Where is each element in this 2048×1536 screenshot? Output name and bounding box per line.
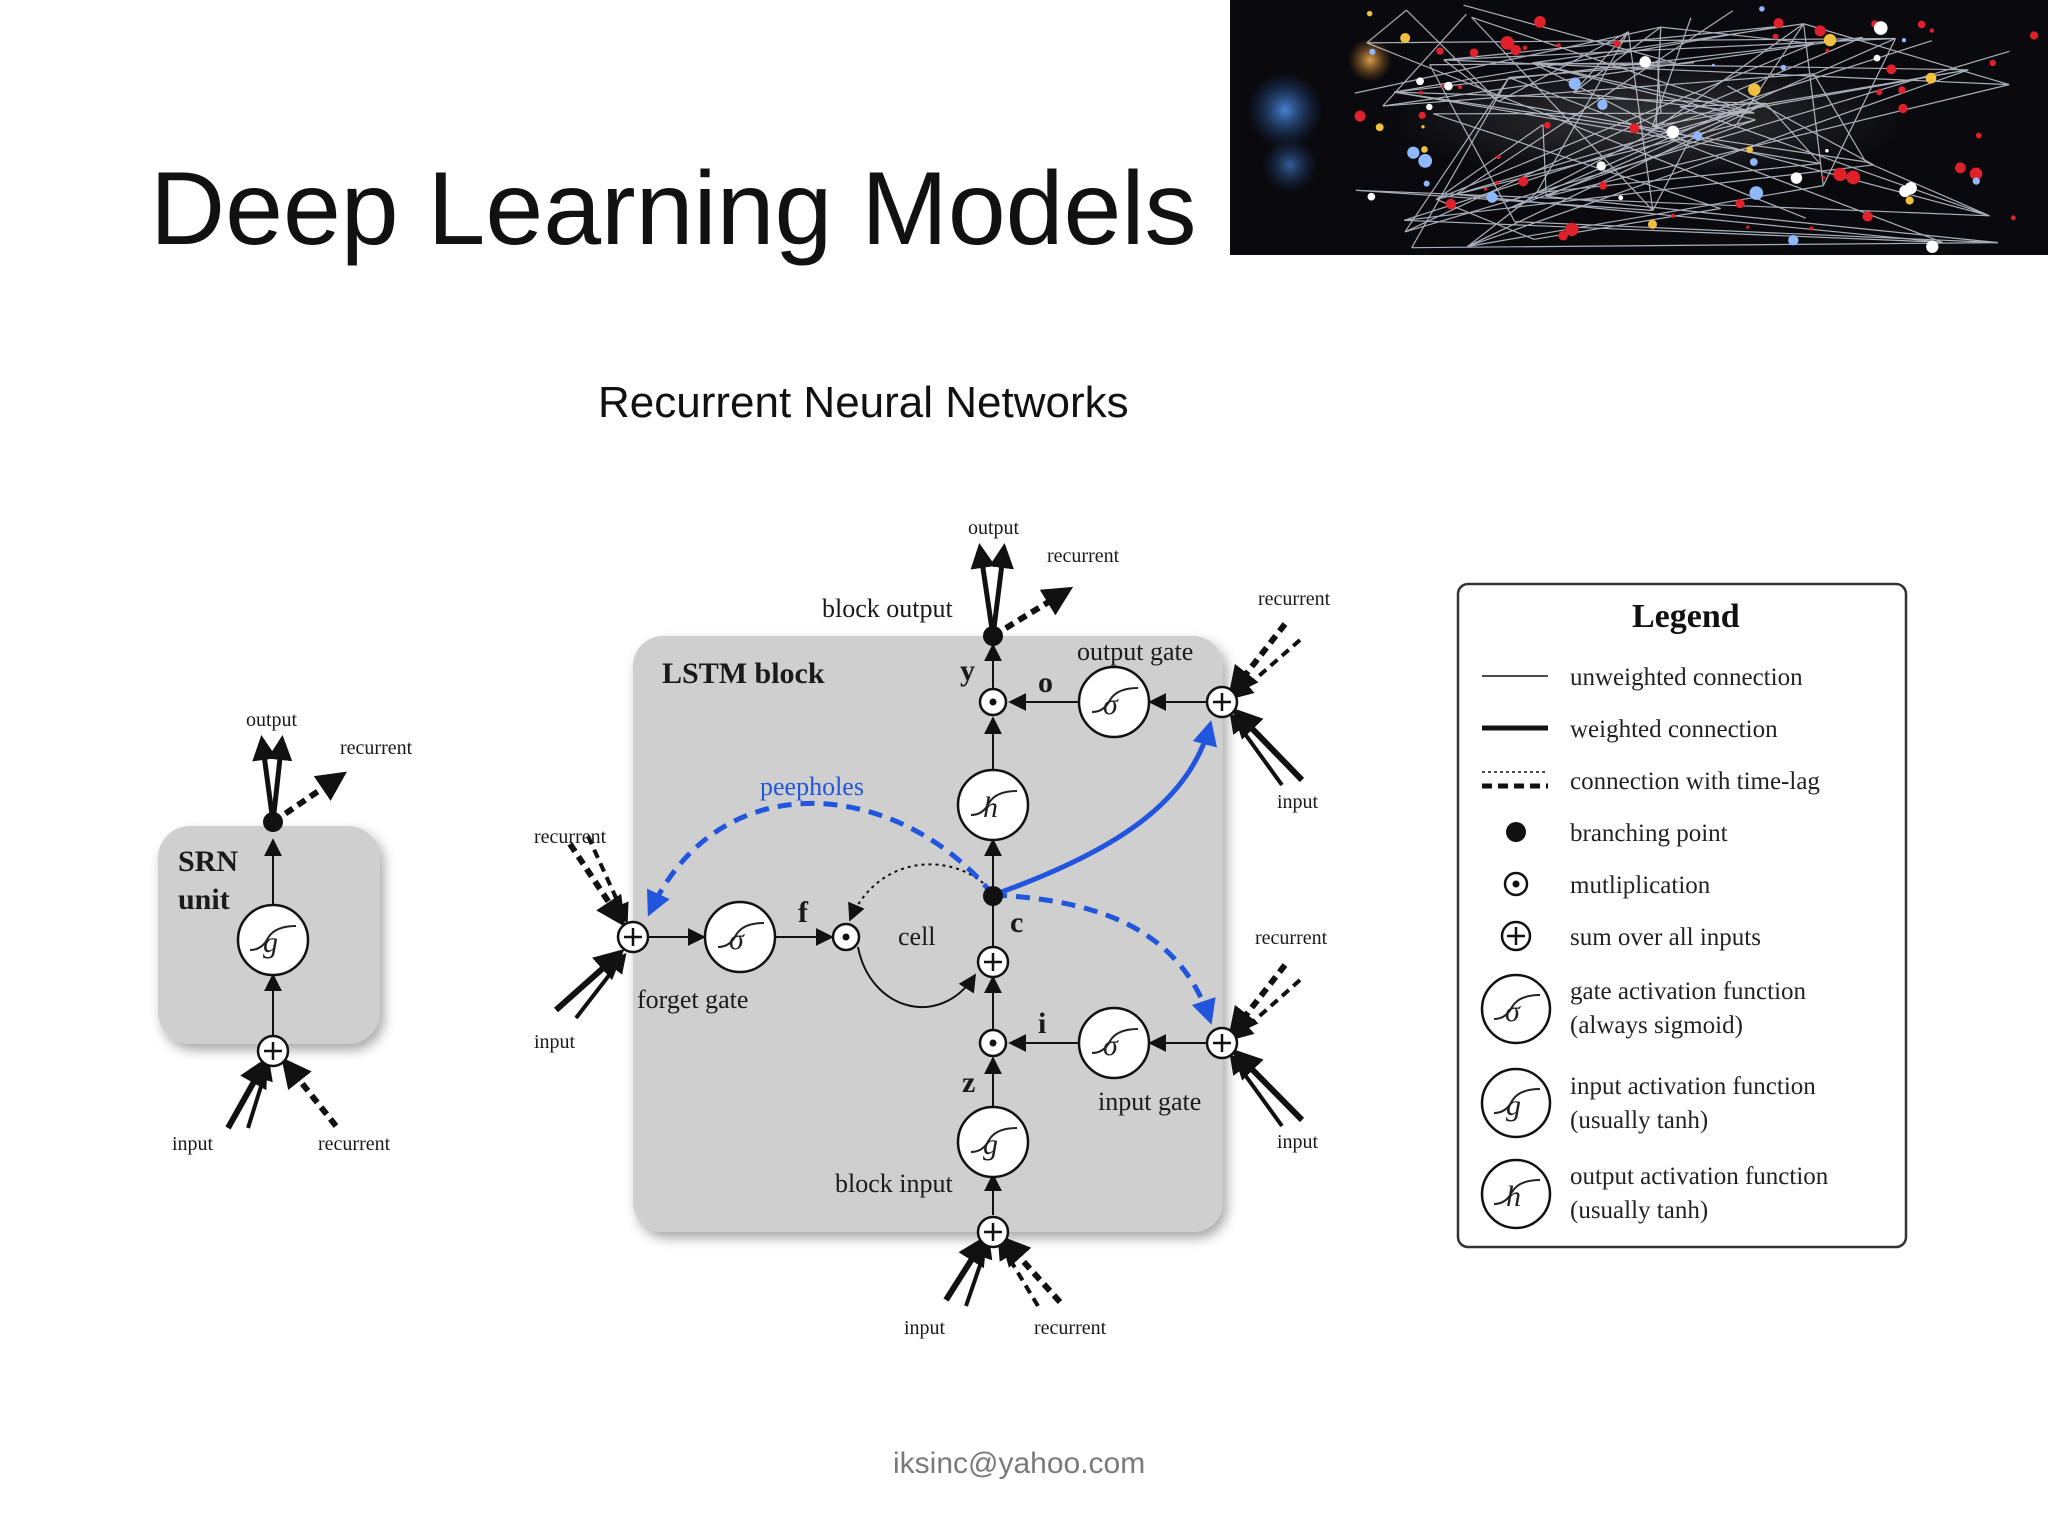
legend-title: Legend — [1632, 598, 1740, 635]
lstm-block: LSTM block — [534, 517, 1331, 1339]
srn-unit: SRN unit g output recurrent input recurr… — [158, 709, 413, 1155]
lstm-recurrent-out-label: recurrent — [1047, 545, 1120, 567]
srn-g-symbol: g — [263, 926, 278, 959]
forget-gate-recurrent-label: recurrent — [534, 826, 607, 848]
lstm-title: LSTM block — [662, 657, 825, 690]
srn-input-label: input — [172, 1133, 214, 1155]
peepholes-label: peepholes — [760, 772, 864, 801]
input-gate-input-label: input — [1277, 1131, 1319, 1153]
srn-recurrent-out-label: recurrent — [340, 737, 413, 759]
legend-item-subtext: (usually tanh) — [1570, 1197, 1708, 1224]
output-gate-sigma-symbol: σ — [1103, 688, 1119, 721]
legend-h-glyph: h — [1506, 1180, 1521, 1213]
forget-gate-input-label: input — [534, 1031, 576, 1053]
c-label: c — [1010, 906, 1023, 939]
legend-item-text: mutliplication — [1570, 872, 1711, 899]
block-output-label: block output — [822, 594, 953, 623]
legend-sigma-glyph: σ — [1505, 995, 1521, 1028]
legend-item-text: gate activation function — [1570, 978, 1807, 1005]
legend-item-text: weighted connection — [1570, 716, 1778, 743]
legend-item-text: connection with time-lag — [1570, 768, 1820, 795]
forget-gate-label: forget gate — [637, 985, 748, 1014]
output-h-symbol: h — [983, 791, 998, 824]
srn-branch-point — [263, 812, 283, 832]
output-gate-input-label: input — [1277, 791, 1319, 813]
block-input-recurrent-label: recurrent — [1034, 1317, 1107, 1339]
input-gate-recurrent-label: recurrent — [1255, 927, 1328, 949]
legend: Legend σ g h unweighted connection weigh… — [1458, 584, 1906, 1247]
legend-g-glyph: g — [1506, 1089, 1521, 1122]
z-label: z — [962, 1066, 975, 1099]
block-input-g-symbol: g — [983, 1128, 998, 1161]
output-gate-recurrent-label: recurrent — [1258, 588, 1331, 610]
srn-title-line2: unit — [178, 883, 230, 916]
y-label: y — [960, 654, 975, 687]
legend-item-text: input activation function — [1570, 1073, 1816, 1100]
legend-item-subtext: (always sigmoid) — [1570, 1012, 1743, 1039]
srn-recurrent-in-label: recurrent — [318, 1133, 391, 1155]
block-output-branch-point — [983, 626, 1003, 646]
output-gate-label: output gate — [1077, 637, 1193, 666]
input-gate-label: input gate — [1098, 1087, 1201, 1116]
lstm-output-label: output — [968, 517, 1020, 539]
o-label: o — [1038, 666, 1053, 699]
legend-item-subtext: (usually tanh) — [1570, 1107, 1708, 1134]
legend-filled-dot-symbol — [1506, 822, 1526, 842]
f-label: f — [798, 896, 809, 929]
input-gate-sigma-symbol: σ — [1103, 1029, 1119, 1062]
srn-output-label: output — [246, 709, 298, 731]
cell-branch-point — [983, 886, 1003, 906]
i-label: i — [1038, 1007, 1046, 1040]
legend-item-text: sum over all inputs — [1570, 924, 1761, 951]
srn-title-line1: SRN — [178, 845, 238, 878]
legend-item-text: branching point — [1570, 820, 1728, 847]
forget-gate-sigma-symbol: σ — [729, 923, 745, 956]
legend-item-text: output activation function — [1570, 1163, 1829, 1190]
block-input-input-label: input — [904, 1317, 946, 1339]
cell-label: cell — [898, 922, 936, 951]
legend-item-text: unweighted connection — [1570, 664, 1803, 691]
block-input-label: block input — [835, 1169, 953, 1198]
